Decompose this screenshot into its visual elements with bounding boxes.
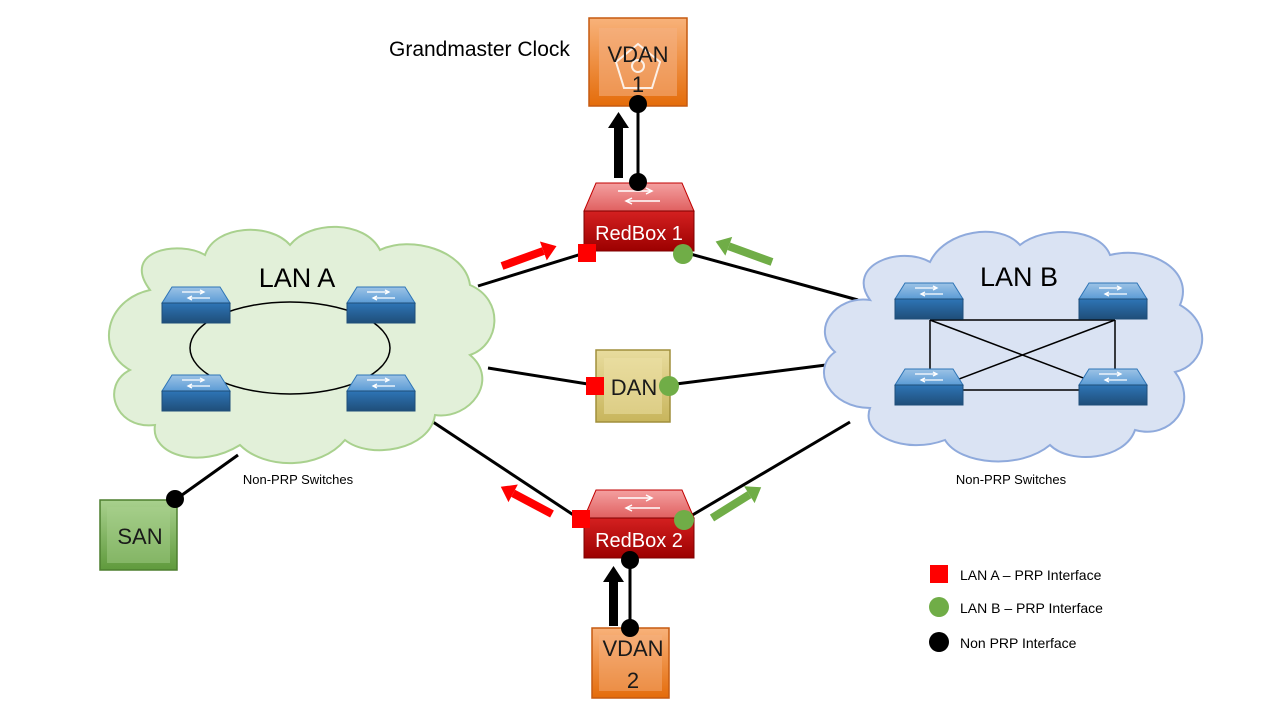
dan-label: DAN	[611, 375, 657, 400]
lan-b-caption: Non-PRP Switches	[956, 472, 1067, 487]
san-label: SAN	[117, 524, 162, 549]
redbox-2-non-prp-port	[621, 551, 639, 569]
green-arrow-left-icon	[715, 236, 774, 266]
green-arrow-up-right-icon	[709, 486, 762, 522]
redbox-1-lan-b-port	[673, 244, 693, 264]
vdan-1-label-line2: 1	[632, 72, 644, 97]
dan-lan-a-port	[586, 377, 604, 395]
lan-b-cloud	[823, 230, 1204, 463]
red-arrow-up-right-icon	[500, 241, 557, 270]
grandmaster-clock-label: Grandmaster Clock	[389, 38, 570, 61]
vdan-2-port	[621, 619, 639, 637]
san-port	[166, 490, 184, 508]
lan-a-caption: Non-PRP Switches	[243, 472, 354, 487]
lan-a-cloud	[107, 225, 496, 465]
interface-markers	[166, 95, 694, 637]
legend-lan-b-marker	[929, 597, 949, 617]
lan-b-switch-4	[1078, 368, 1148, 406]
vdan-1-label-line1: VDAN	[607, 42, 668, 67]
lan-a-switch-4	[346, 374, 416, 412]
lan-b-switch-1	[894, 282, 964, 320]
clock-icon	[614, 42, 662, 89]
legend-non-prp-label: Non PRP Interface	[960, 635, 1077, 651]
vdan-2-label-line2: 2	[627, 668, 639, 693]
redbox-1-label: RedBox 1	[595, 223, 683, 245]
lan-b-switch-3	[894, 368, 964, 406]
vdan-2-label-line1: VDAN	[602, 636, 663, 661]
dan-lan-b-port	[659, 376, 679, 396]
redbox-1-node: RedBox 1	[583, 182, 695, 252]
lan-b-label: LAN B	[980, 262, 1058, 292]
black-arrow-up-icon-2	[603, 566, 624, 626]
lan-b-switch-2	[1078, 282, 1148, 320]
legend: LAN A – PRP Interface LAN B – PRP Interf…	[929, 565, 1103, 652]
flow-arrows	[500, 112, 774, 626]
redbox-2-lan-a-port	[572, 510, 590, 528]
connection-lines	[174, 104, 859, 628]
vdan-1-port	[629, 95, 647, 113]
vdan-2-node: VDAN 2	[591, 627, 670, 699]
red-arrow-up-left-icon	[500, 484, 554, 518]
lan-a-switch-3	[161, 374, 231, 412]
san-node: SAN	[99, 499, 178, 571]
redbox-1-lan-a-port	[578, 244, 596, 262]
black-arrow-up-icon-1	[608, 112, 629, 178]
vdan-1-node: VDAN 1	[588, 17, 688, 107]
dan-node: DAN	[595, 349, 671, 423]
redbox-2-node: RedBox 2	[583, 489, 695, 559]
redbox-2-lan-b-port	[674, 510, 694, 530]
legend-lan-b-label: LAN B – PRP Interface	[960, 600, 1103, 616]
redbox-1-non-prp-port	[629, 173, 647, 191]
legend-lan-a-label: LAN A – PRP Interface	[960, 567, 1102, 583]
lan-a-switch-2	[346, 286, 416, 324]
lan-a-label: LAN A	[259, 263, 336, 293]
redbox-2-label: RedBox 2	[595, 530, 683, 552]
lan-a-switch-1	[161, 286, 231, 324]
legend-non-prp-marker	[929, 632, 949, 652]
legend-lan-a-marker	[930, 565, 948, 583]
